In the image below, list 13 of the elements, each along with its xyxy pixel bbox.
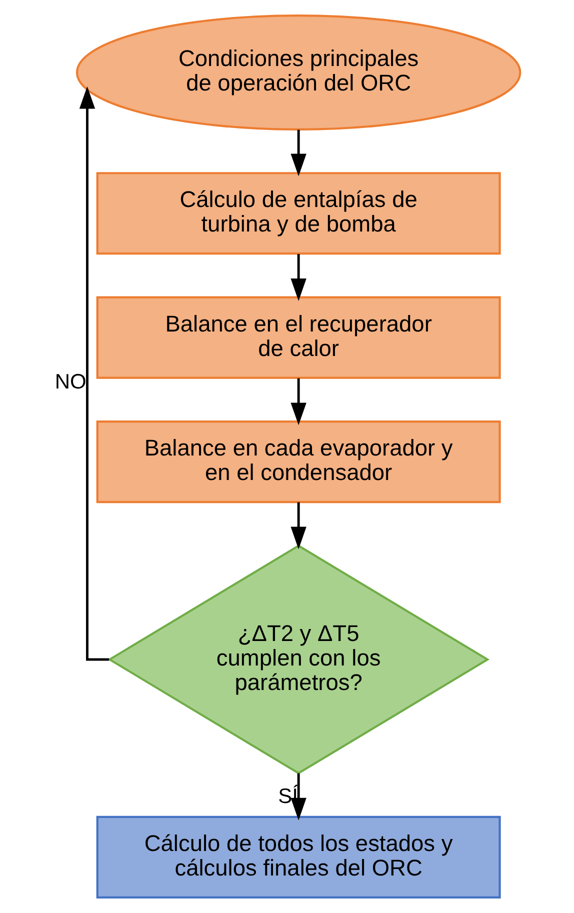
arrow bbox=[290, 254, 306, 301]
arrow bbox=[290, 502, 306, 550]
arrow bbox=[79, 86, 110, 661]
node-box: Balance en el recuperador de calor bbox=[96, 296, 501, 379]
node-box: Balance en cada evaporador y en el condensador bbox=[96, 420, 501, 504]
arrow bbox=[290, 773, 306, 820]
arrow bbox=[290, 378, 306, 426]
node-box: Cálculo de entalpías de turbina y de bomba bbox=[96, 172, 501, 255]
node-box: Cálculo de todos los estados y cálculos finales del ORC bbox=[96, 816, 501, 898]
node-diamond: ¿ΔT2 y ΔT5 cumplen con los parámetros? bbox=[108, 544, 490, 774]
edge-label: NO bbox=[54, 370, 86, 394]
arrow bbox=[290, 130, 306, 176]
node-ellipse: Condiciones principales de operación del ORC bbox=[76, 14, 522, 130]
